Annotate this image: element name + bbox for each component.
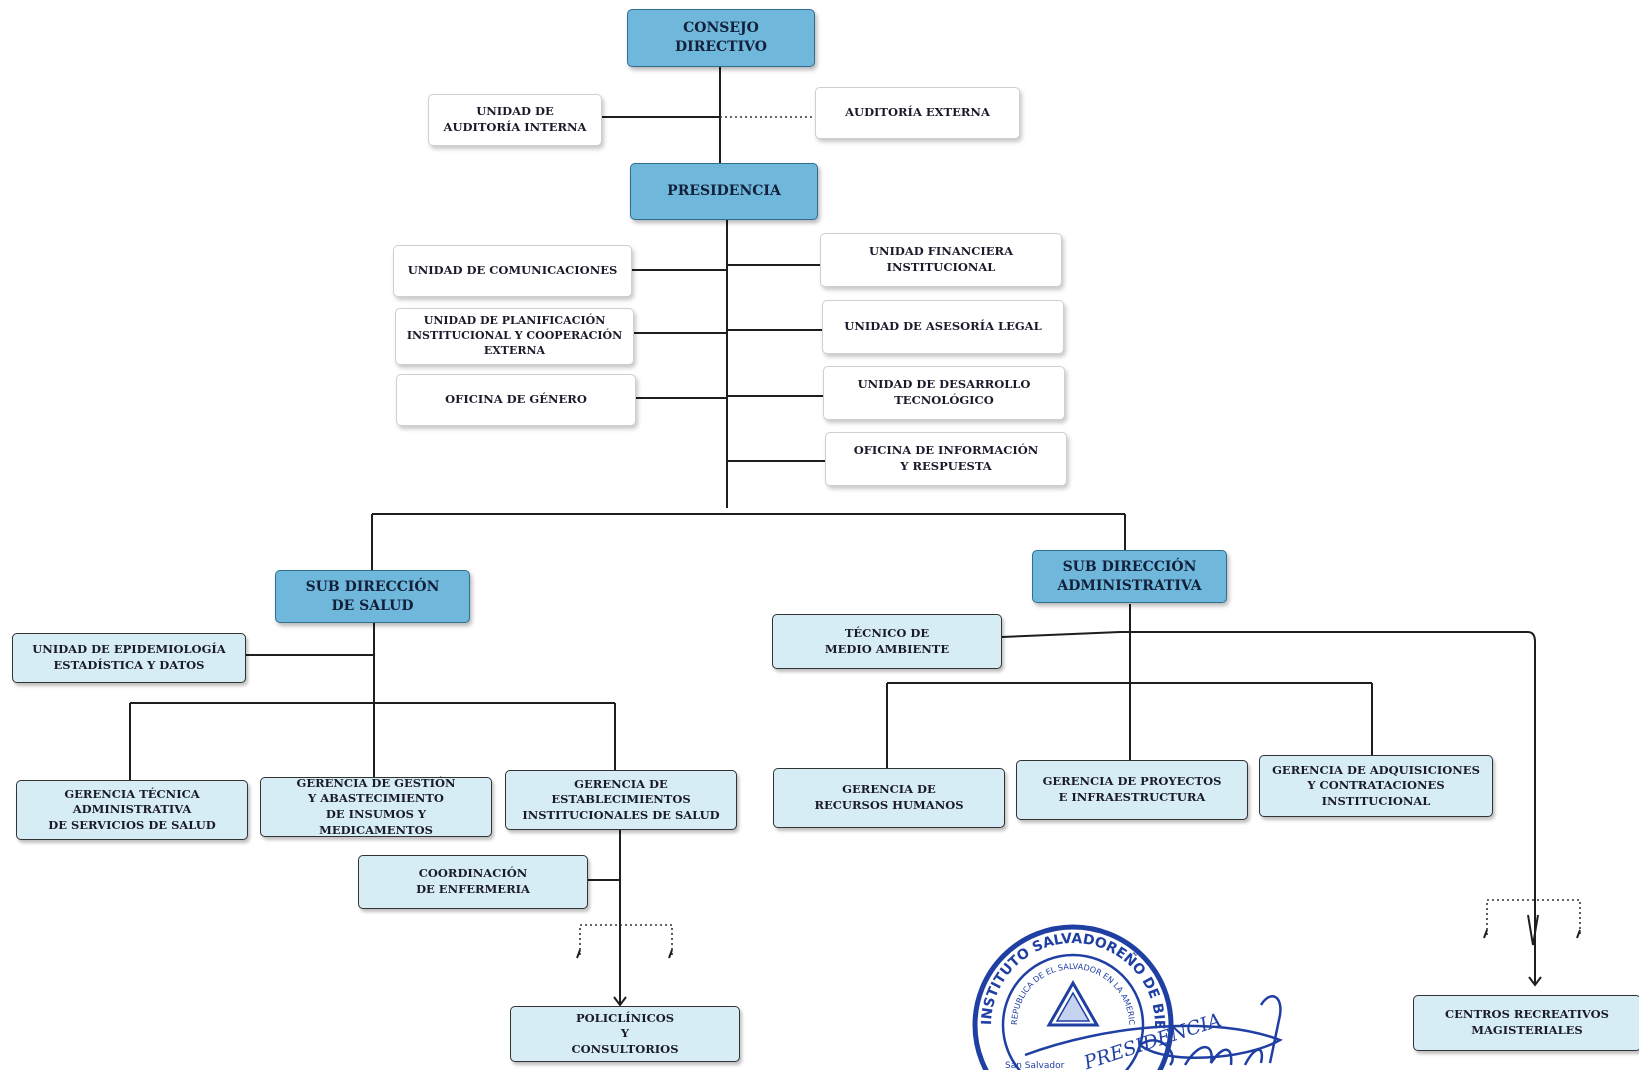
- connector-centros-dotted: [1486, 899, 1581, 935]
- node-consejo-directivo: CONSEJO DIRECTIVO: [627, 9, 815, 67]
- node-unidad-financiera: UNIDAD FINANCIERA INSTITUCIONAL: [820, 233, 1062, 287]
- node-gerencia-rrhh: GERENCIA DE RECURSOS HUMANOS: [773, 768, 1005, 828]
- node-sub-direccion-administrativa: SUB DIRECCIÓN ADMINISTRATIVA: [1032, 550, 1227, 603]
- node-sub-direccion-salud: SUB DIRECCIÓN DE SALUD: [275, 570, 470, 623]
- connector-tecnico: [1001, 631, 1536, 985]
- connector-centros-ticks: [1483, 914, 1581, 946]
- connector-staff-left: [632, 269, 727, 399]
- connector-split: [371, 513, 1126, 570]
- connector-policlinicos-ticks: [576, 949, 673, 959]
- node-coordinacion-enfermeria: COORDINACIÓN DE ENFERMERIA: [358, 855, 588, 909]
- official-seal-stamp: INSTITUTO SALVADOREÑO DE BIENESTAR MAGIS…: [965, 905, 1283, 1070]
- connector-centros-arrow: [1528, 976, 1542, 987]
- node-unidad-comunicaciones: UNIDAD DE COMUNICACIONES: [393, 245, 632, 297]
- node-gerencia-proyectos: GERENCIA DE PROYECTOS E INFRAESTRUCTURA: [1016, 760, 1248, 820]
- node-tecnico-medio-ambiente: TÉCNICO DE MEDIO AMBIENTE: [772, 614, 1002, 669]
- node-policlinicos: POLICLÍNICOS Y CONSULTORIOS: [510, 1006, 740, 1062]
- connector-salud-gerencias: [129, 702, 616, 780]
- node-auditoria-externa: AUDITORÍA EXTERNA: [815, 87, 1020, 139]
- node-oficina-genero: OFICINA DE GÉNERO: [396, 374, 636, 426]
- connector-admin-gerencias: [886, 682, 1373, 770]
- node-unidad-epidemiologia: UNIDAD DE EPIDEMIOLOGÍA ESTADÍSTICA Y DA…: [12, 633, 246, 683]
- node-gerencia-establecimientos: GERENCIA DE ESTABLECIMIENTOS INSTITUCION…: [505, 770, 737, 830]
- connector-policlinicos-dotted: [579, 924, 673, 955]
- node-unidad-planificacion: UNIDAD DE PLANIFICACIÓN INSTITUCIONAL Y …: [395, 308, 634, 365]
- node-unidad-asesoria-legal: UNIDAD DE ASESORÍA LEGAL: [822, 300, 1064, 354]
- node-centros-recreativos: CENTROS RECREATIVOS MAGISTERIALES: [1413, 995, 1639, 1051]
- node-oficina-informacion: OFICINA DE INFORMACIÓN Y RESPUESTA: [825, 432, 1067, 486]
- node-auditoria-interna: UNIDAD DE AUDITORÍA INTERNA: [428, 94, 602, 146]
- node-unidad-desarrollo: UNIDAD DE DESARROLLO TECNOLÓGICO: [823, 366, 1065, 420]
- node-gerencia-adquisiciones: GERENCIA DE ADQUISICIONES Y CONTRATACION…: [1259, 755, 1493, 817]
- node-presidencia: PRESIDENCIA: [630, 163, 818, 220]
- node-gerencia-tecnica: GERENCIA TÉCNICA ADMINISTRATIVA DE SERVI…: [16, 780, 248, 840]
- connector-policlinicos-arrow: [613, 996, 627, 1007]
- connector-staff-right: [727, 264, 825, 462]
- signature: [1024, 995, 1283, 1066]
- node-gerencia-gestion: GERENCIA DE GESTIÓN Y ABASTECIMIENTO DE …: [260, 776, 492, 837]
